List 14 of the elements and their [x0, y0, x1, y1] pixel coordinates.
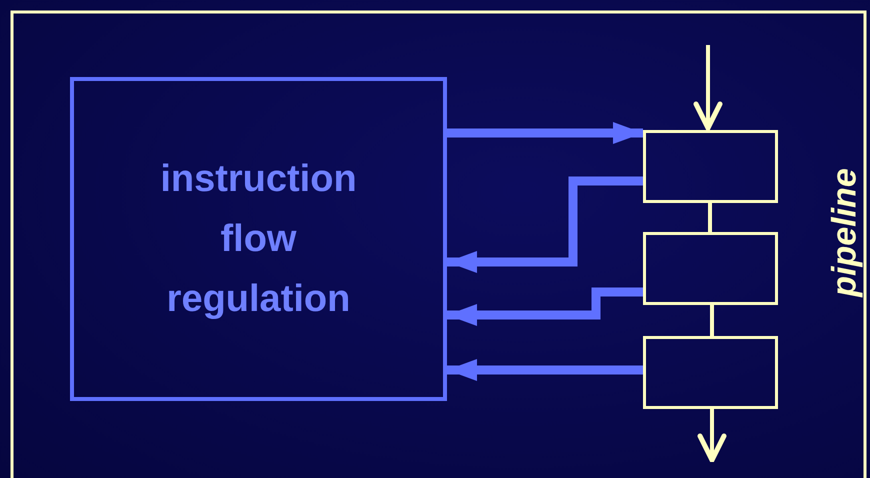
- box-label: instruction flow regulation: [159, 157, 358, 322]
- process-box: [70, 77, 447, 401]
- arrow: [447, 122, 643, 144]
- connector-line: [708, 203, 712, 232]
- arrow: [447, 359, 643, 381]
- arrow: [447, 288, 643, 326]
- connector-line: [710, 305, 714, 336]
- stage-box: [643, 232, 778, 305]
- arrow: [698, 409, 726, 462]
- side-label: pipeline: [825, 167, 864, 300]
- stage-box: [643, 130, 778, 203]
- arrow: [694, 45, 722, 130]
- arrow: [447, 176, 643, 273]
- stage-box: [643, 336, 778, 409]
